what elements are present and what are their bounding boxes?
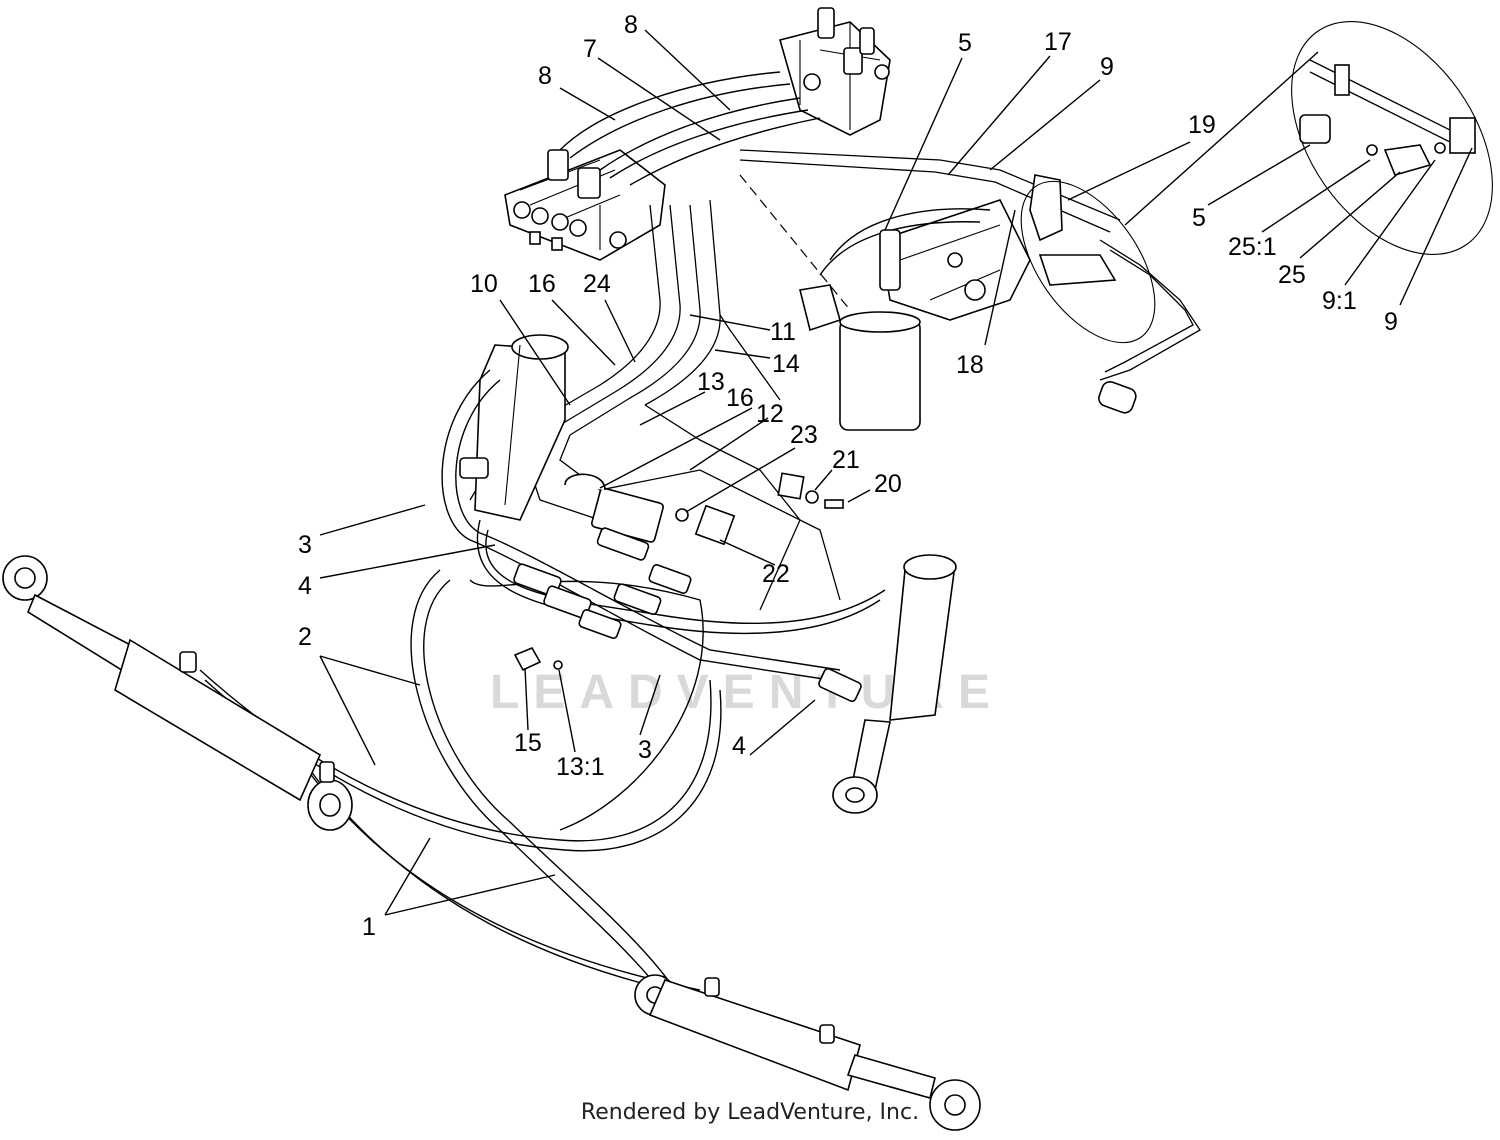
hoses-upper (559, 71, 821, 186)
callout-4-left: 4 (298, 572, 312, 600)
callout-12: 12 (756, 400, 784, 428)
callout-13-1: 13:1 (556, 753, 605, 781)
left-cylinder (2, 555, 353, 831)
detail-ellipse-small (1020, 180, 1156, 344)
callout-3-bottom: 3 (638, 736, 652, 764)
callout-1: 1 (362, 913, 376, 941)
callout-16-mid: 16 (726, 384, 754, 412)
bottom-cylinder (634, 974, 981, 1131)
callout-7: 7 (583, 35, 597, 63)
callout-11: 11 (770, 318, 796, 346)
callout-8-top: 8 (624, 11, 638, 39)
callout-14: 14 (772, 350, 800, 378)
dashed-guide (739, 174, 851, 311)
center-cylinder (474, 334, 569, 521)
callout-9-top: 9 (1100, 53, 1114, 81)
callout-20: 20 (874, 470, 902, 498)
hose-fittings (459, 457, 862, 702)
callout-25: 25 (1278, 261, 1306, 289)
filter-manifold (799, 199, 1031, 431)
callout-16-top: 16 (528, 270, 556, 298)
callout-24: 24 (583, 270, 611, 298)
callout-13: 13 (697, 368, 725, 396)
control-valve-upper (779, 7, 891, 136)
callout-19: 19 (1188, 111, 1216, 139)
detail-inset (1291, 21, 1493, 255)
callout-10: 10 (470, 270, 498, 298)
callout-4-bottom: 4 (732, 732, 746, 760)
callout-3-left: 3 (298, 531, 312, 559)
footer-credit: Rendered by LeadVenture, Inc. (580, 1100, 920, 1125)
callout-2: 2 (298, 623, 312, 651)
callout-18: 18 (956, 351, 984, 379)
callout-25-1: 25:1 (1228, 233, 1277, 261)
callout-8-left: 8 (538, 62, 552, 90)
callout-9-inset: 9 (1384, 308, 1398, 336)
right-cylinder (832, 554, 957, 814)
control-valve-main (504, 149, 666, 261)
callout-5-inset: 5 (1192, 204, 1206, 232)
bracket-right (1029, 174, 1201, 414)
small-parts (513, 472, 844, 672)
callout-22: 22 (762, 560, 790, 588)
callout-9-1: 9:1 (1322, 287, 1357, 315)
callout-23: 23 (790, 421, 818, 449)
callout-15: 15 (514, 729, 542, 757)
leader-lines (319, 29, 1473, 916)
callouts: 8 7 8 5 17 9 19 5 25:1 25 9:1 9 10 16 24… (298, 11, 1398, 941)
callout-17: 17 (1044, 28, 1072, 56)
callout-5-top: 5 (958, 29, 972, 57)
callout-21: 21 (832, 446, 860, 474)
